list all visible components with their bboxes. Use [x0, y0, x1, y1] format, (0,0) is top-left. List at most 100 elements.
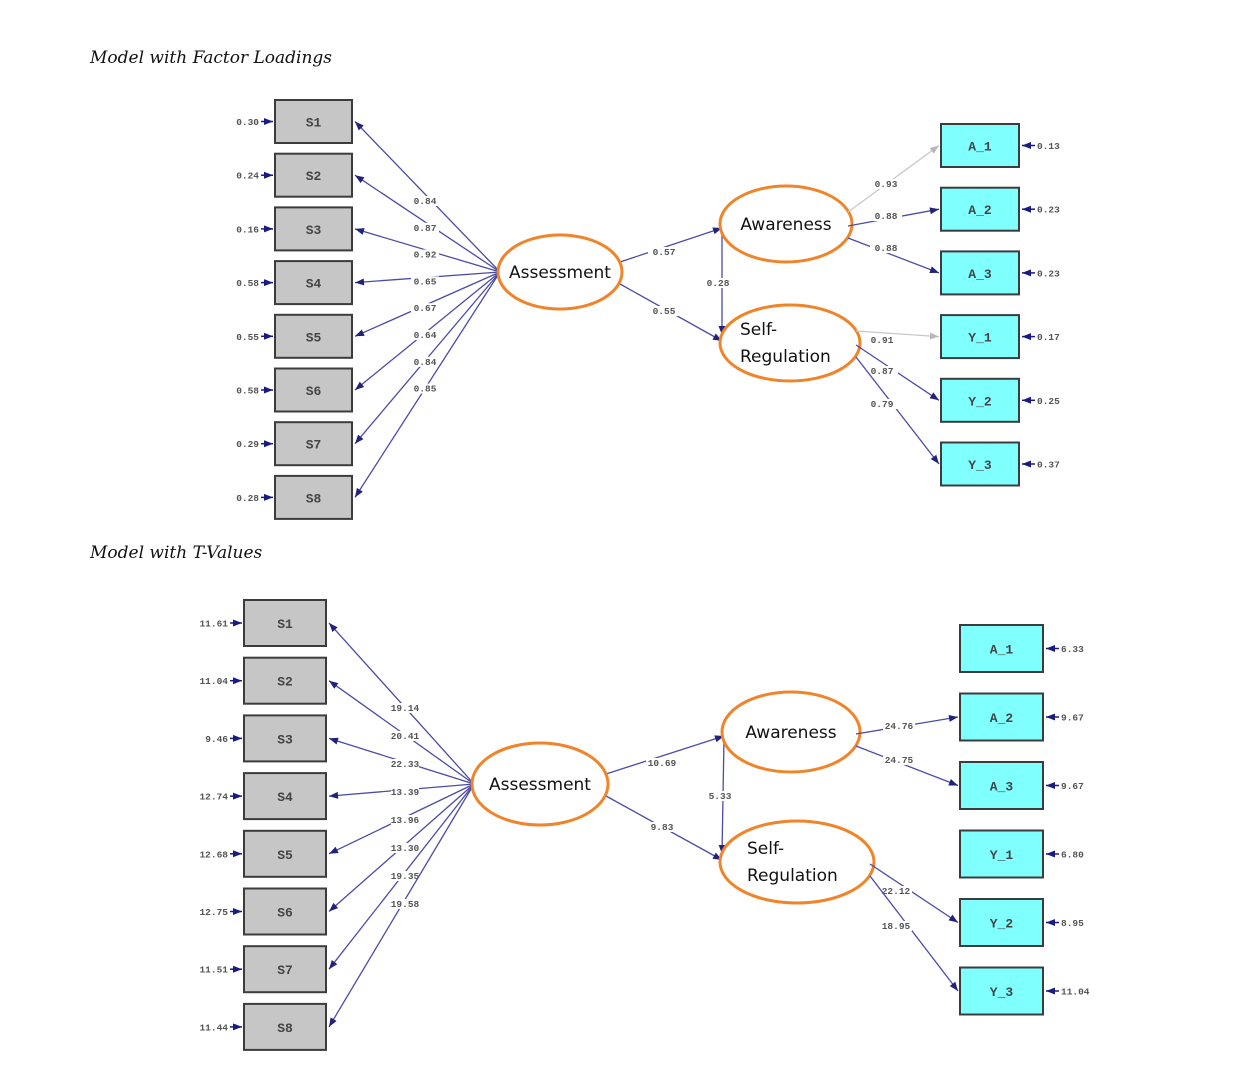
- loading-label-bg: [411, 330, 439, 340]
- latent-self-regulation-label-line1: Self-: [747, 839, 784, 859]
- error-arrow-arrowhead: [233, 965, 242, 973]
- error-variance-value: 12.68: [199, 849, 228, 860]
- loading-value: 19.58: [391, 899, 420, 910]
- loading-value: 22.12: [882, 886, 911, 897]
- latent-awareness: [720, 690, 862, 774]
- loading-value: 19.35: [391, 871, 420, 882]
- latent-assessment-label: Assessment: [509, 263, 611, 283]
- indicator-box-a-3: [940, 250, 1020, 296]
- loading-path-arrowhead: [355, 434, 364, 444]
- error-arrow-arrowhead: [264, 118, 273, 125]
- indicator-box-a-3: [959, 761, 1044, 810]
- structural-coefficient-assess-aware: 10.69: [648, 758, 677, 769]
- structural-path-assessment-awareness: [605, 735, 725, 775]
- error-variance-value: 9.67: [1061, 781, 1084, 792]
- latent-self-regulation-label-line1: Self-: [740, 320, 777, 340]
- loading-path-arrowhead: [355, 381, 365, 390]
- indicator-label: A_1: [968, 140, 992, 155]
- latent-self-regulation: [718, 303, 862, 383]
- loading-value: 0.88: [875, 243, 898, 254]
- indicator-label: S8: [306, 491, 322, 506]
- loading-path-arrowhead: [948, 914, 958, 923]
- loading-value: 0.91: [871, 335, 894, 346]
- error-variance-value: 0.16: [236, 224, 259, 235]
- loading-path: [869, 875, 959, 992]
- indicator-box-s3: [243, 714, 327, 763]
- error-arrow-arrowhead: [264, 440, 273, 448]
- loading-path-arrowhead: [329, 623, 338, 633]
- indicator-label: S5: [306, 330, 322, 345]
- error-arrow-arrowhead: [233, 619, 242, 627]
- error-arrow-arrowhead: [264, 386, 273, 394]
- indicator-label: S3: [277, 732, 293, 747]
- structural-coefficient-aware-self: 0.28: [707, 278, 730, 289]
- indicator-label: S1: [306, 116, 322, 131]
- indicator-box-s4: [274, 260, 353, 306]
- error-arrow-arrowhead: [233, 792, 242, 800]
- loading-path-arrowhead: [929, 392, 939, 401]
- indicator-label: Y_1: [990, 848, 1014, 863]
- error-variance-value: 0.28: [236, 493, 259, 504]
- error-arrow-arrowhead: [1022, 460, 1031, 468]
- indicator-box-a-1: [959, 624, 1044, 673]
- loading-path-arrowhead: [355, 121, 364, 131]
- indicator-box-s6: [274, 367, 353, 413]
- loading-value: 0.87: [871, 366, 894, 377]
- indicator-box-s5: [243, 829, 327, 878]
- error-variance-value: 0.58: [236, 386, 259, 397]
- indicator-label: S2: [277, 675, 293, 690]
- indicator-box-s1: [274, 99, 353, 144]
- error-arrow-arrowhead: [1022, 142, 1031, 149]
- loading-path-arrowhead: [929, 332, 939, 340]
- error-arrow-arrowhead: [1022, 269, 1031, 277]
- loading-label-bg: [870, 211, 902, 221]
- error-arrow-arrowhead: [264, 225, 273, 233]
- indicator-box-a-2: [959, 692, 1044, 742]
- loading-path-arrowhead: [355, 329, 365, 337]
- indicator-box-y-3: [959, 966, 1044, 1016]
- loading-label-bg: [880, 921, 912, 931]
- loading-label-bg: [870, 243, 902, 253]
- loading-value: 0.79: [871, 399, 894, 410]
- loading-path-arrowhead: [929, 266, 939, 273]
- loading-label-bg: [391, 703, 419, 713]
- loading-value: 13.39: [391, 787, 420, 798]
- loading-path-arrowhead: [355, 175, 365, 184]
- error-variance-value: 12.74: [199, 792, 228, 803]
- error-variance-value: 0.23: [1037, 268, 1060, 279]
- indicator-box-s7: [243, 945, 327, 994]
- loading-value: 0.88: [875, 211, 898, 222]
- loading-path-arrowhead: [355, 487, 363, 498]
- loading-label-bg: [866, 399, 898, 409]
- error-variance-value: 8.95: [1061, 918, 1084, 929]
- error-arrow-arrowhead: [1046, 782, 1055, 789]
- loading-label-bg: [883, 721, 915, 731]
- indicator-label: Y_2: [968, 394, 992, 409]
- error-variance-value: 12.75: [199, 907, 228, 918]
- loading-label-bg: [391, 787, 419, 797]
- loading-path-arrowhead: [355, 278, 365, 286]
- error-variance-value: 0.55: [236, 332, 259, 343]
- loading-label-bg: [391, 759, 419, 769]
- loading-label-bg: [391, 843, 419, 853]
- latent-assessment: [470, 741, 610, 827]
- indicator-box-s6: [243, 887, 327, 936]
- loading-value: 24.76: [885, 721, 914, 732]
- loading-path: [847, 237, 940, 274]
- error-arrow-arrowhead: [1022, 396, 1031, 404]
- indicator-box-a-2: [940, 186, 1020, 232]
- error-arrow-arrowhead: [1046, 645, 1055, 652]
- error-variance-value: 11.04: [1061, 987, 1090, 998]
- latent-awareness-label: Awareness: [740, 215, 831, 235]
- error-arrow-arrowhead: [1046, 850, 1055, 858]
- latent-awareness-label: Awareness: [745, 723, 836, 743]
- loading-path: [855, 330, 940, 338]
- loading-label-bg: [411, 356, 439, 367]
- loading-value: 0.93: [875, 179, 898, 190]
- indicator-label: A_3: [990, 780, 1014, 795]
- loading-path-arrowhead: [329, 680, 339, 689]
- loading-label-bg: [391, 731, 419, 741]
- error-variance-value: 11.61: [199, 619, 228, 630]
- loading-path-arrowhead: [329, 1017, 337, 1027]
- loading-label-bg: [411, 383, 439, 394]
